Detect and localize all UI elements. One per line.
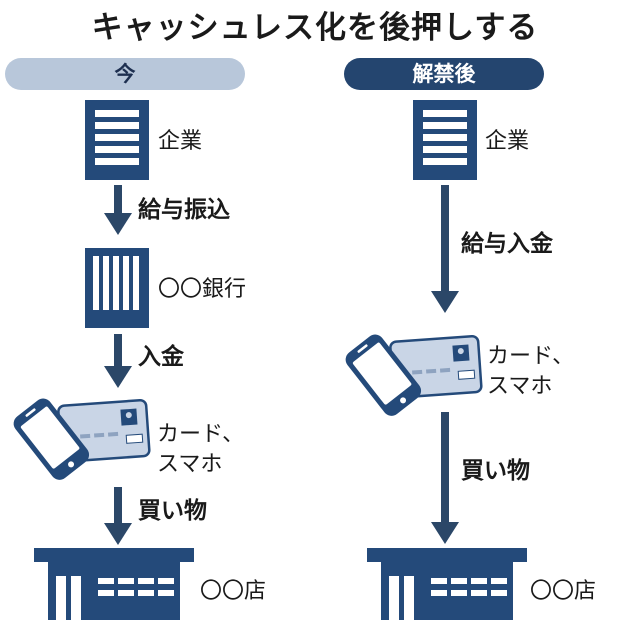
right-store-label: 〇〇店 — [530, 579, 597, 604]
left-arrow-deposit — [104, 334, 132, 388]
left-company-label: 企業 — [158, 129, 203, 154]
right-company-building-icon — [413, 100, 477, 180]
left-step-deposit: 入金 — [138, 344, 184, 370]
right-step-salary-deposit: 給与入金 — [461, 231, 553, 257]
left-card-phone-icon — [8, 393, 151, 485]
right-card-phone-icon — [340, 329, 483, 421]
right-card-phone-label: カード、 スマホ — [487, 344, 575, 399]
left-card-phone-label: カード、 スマホ — [157, 422, 245, 477]
left-arrow-salary-transfer — [104, 185, 132, 235]
left-bank-label: 〇〇銀行 — [158, 277, 247, 302]
left-bank-icon — [85, 248, 149, 328]
header-after-ban-lifted: 解禁後 — [344, 58, 544, 90]
left-step-shopping: 買い物 — [138, 498, 207, 524]
right-arrow-shopping — [431, 412, 459, 544]
right-company-label: 企業 — [485, 129, 530, 154]
header-now: 今 — [5, 58, 245, 90]
right-arrow-salary-deposit — [431, 185, 459, 313]
left-store-icon — [34, 548, 194, 620]
left-store-label: 〇〇店 — [200, 579, 267, 604]
right-store-icon — [367, 548, 527, 620]
left-step-salary-transfer: 給与振込 — [138, 197, 230, 223]
left-company-building-icon — [85, 100, 149, 180]
left-arrow-shopping — [104, 487, 132, 545]
right-step-shopping: 買い物 — [461, 458, 530, 484]
diagram-title: キャッシュレス化を後押しする — [91, 10, 539, 46]
